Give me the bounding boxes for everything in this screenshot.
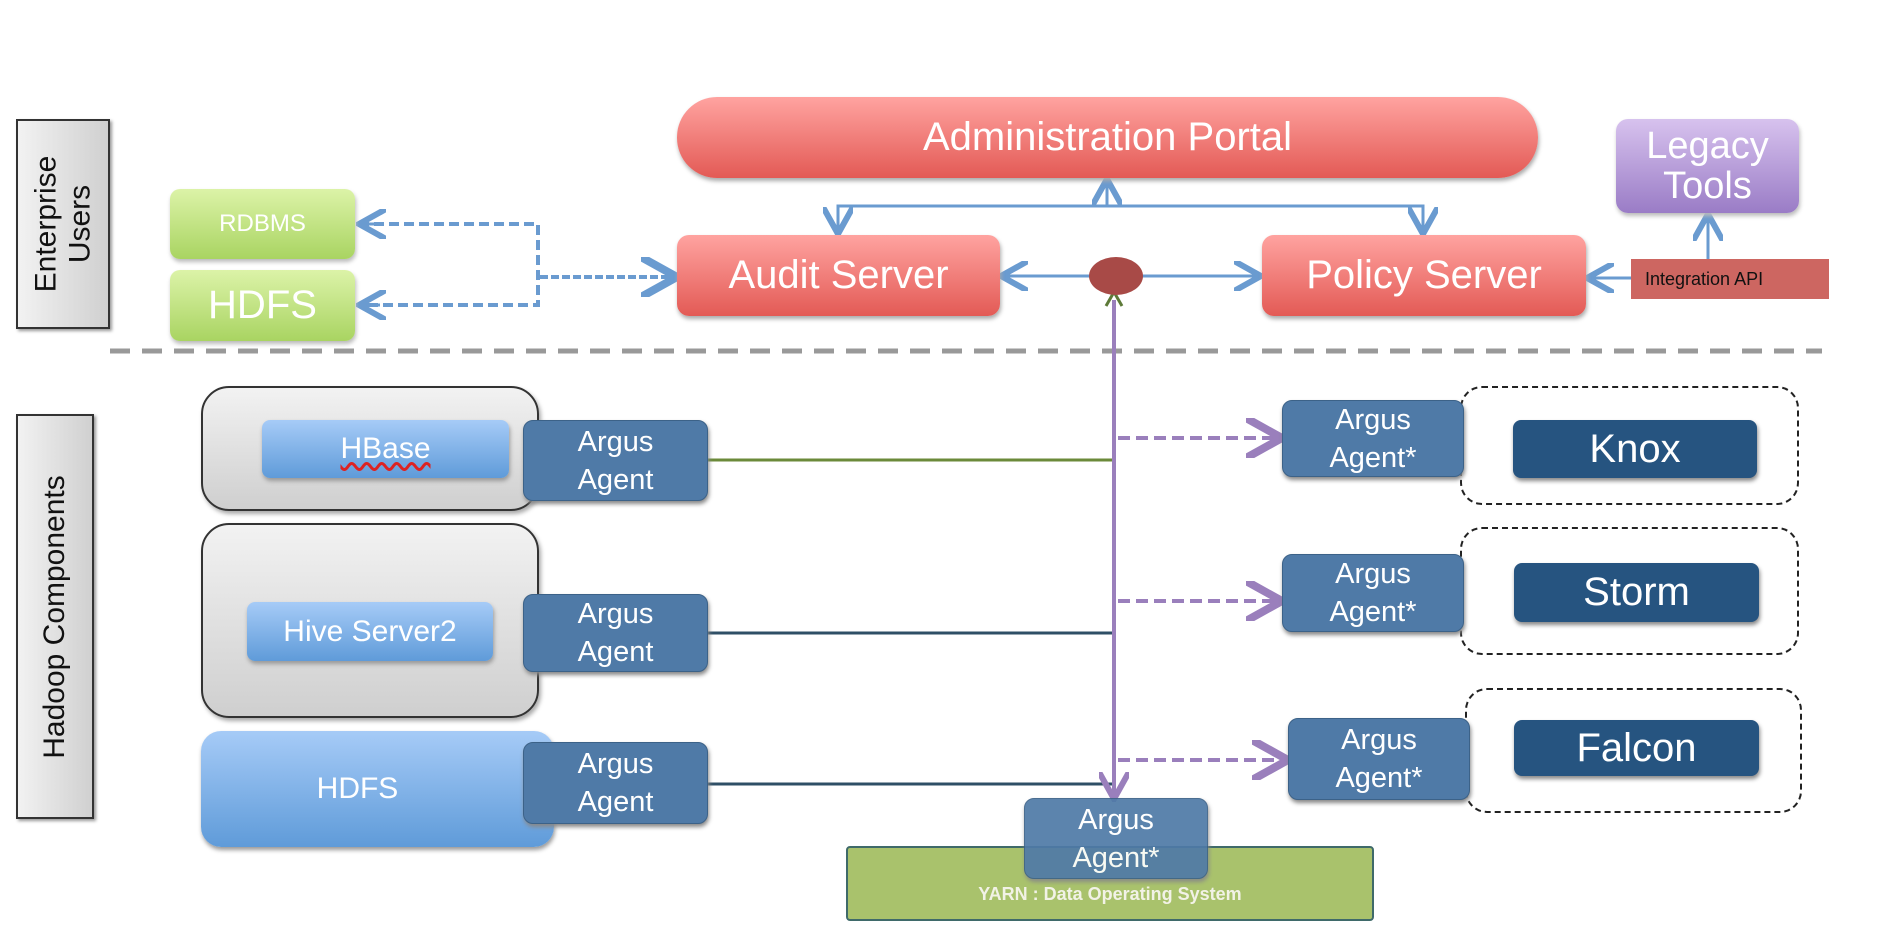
storm-argus-agent[interactable]: Argus Agent* (1282, 554, 1464, 632)
legacy-tools-label: Legacy Tools (1646, 125, 1769, 207)
falcon-label: Falcon (1576, 725, 1697, 770)
rdbms-store[interactable]: RDBMS (170, 189, 355, 259)
hdfs-store-label: HDFS (208, 283, 317, 327)
knox-label: Knox (1589, 426, 1681, 471)
policy-server-label: Policy Server (1306, 253, 1542, 297)
hdfs-argus-agent[interactable]: Argus Agent (523, 742, 708, 824)
hbase-argus-agent[interactable]: Argus Agent (523, 420, 708, 501)
agent-label: Argus Agent (577, 425, 654, 496)
knox-component[interactable]: Knox (1513, 420, 1757, 478)
administration-portal[interactable]: Administration Portal (677, 97, 1538, 178)
hadoop-components-label: Hadoop Components (38, 474, 71, 759)
falcon-component[interactable]: Falcon (1514, 720, 1759, 776)
audit-server-label: Audit Server (728, 253, 949, 297)
rdbms-label: RDBMS (219, 210, 306, 237)
integration-api[interactable]: Integration API (1631, 259, 1829, 299)
legacy-tools[interactable]: Legacy Tools (1616, 119, 1799, 213)
hbase-label: HBase (340, 432, 431, 465)
agent-star-label: Argus Agent* (1072, 803, 1160, 874)
portal-link-bar (836, 204, 1425, 232)
enterprise-users-group: Enterprise Users (16, 119, 110, 329)
yarn-label: YARN : Data Operating System (978, 884, 1242, 904)
storm-label: Storm (1583, 570, 1690, 614)
agent-label: Argus Agent (577, 748, 654, 818)
enterprise-users-label: Enterprise Users (29, 155, 97, 293)
hive-argus-agent[interactable]: Argus Agent (523, 594, 708, 672)
agent-star-label: Argus Agent* (1329, 558, 1417, 628)
falcon-argus-agent[interactable]: Argus Agent* (1288, 718, 1470, 800)
hbase-component[interactable]: HBase (262, 420, 509, 478)
integration-api-label: Integration API (1645, 269, 1764, 289)
knox-argus-agent[interactable]: Argus Agent* (1282, 400, 1464, 477)
agent-label: Argus Agent (577, 598, 654, 668)
hadoop-components-group: Hadoop Components (16, 414, 94, 819)
portal-label: Administration Portal (922, 115, 1293, 159)
hdfs-component[interactable]: HDFS (201, 731, 554, 847)
yarn-argus-agent[interactable]: Argus Agent* (1024, 798, 1208, 879)
hdfs-label: HDFS (316, 772, 399, 805)
hub-node (1089, 257, 1143, 295)
policy-server[interactable]: Policy Server (1262, 235, 1586, 316)
hive-server2-component[interactable]: Hive Server2 (247, 602, 493, 661)
agent-star-label: Argus Agent* (1335, 724, 1423, 794)
agent-star-label: Argus Agent* (1329, 403, 1417, 474)
audit-server[interactable]: Audit Server (677, 235, 1000, 316)
hive-label: Hive Server2 (283, 614, 457, 648)
storm-component[interactable]: Storm (1514, 563, 1759, 622)
hdfs-audit-store[interactable]: HDFS (170, 270, 355, 341)
